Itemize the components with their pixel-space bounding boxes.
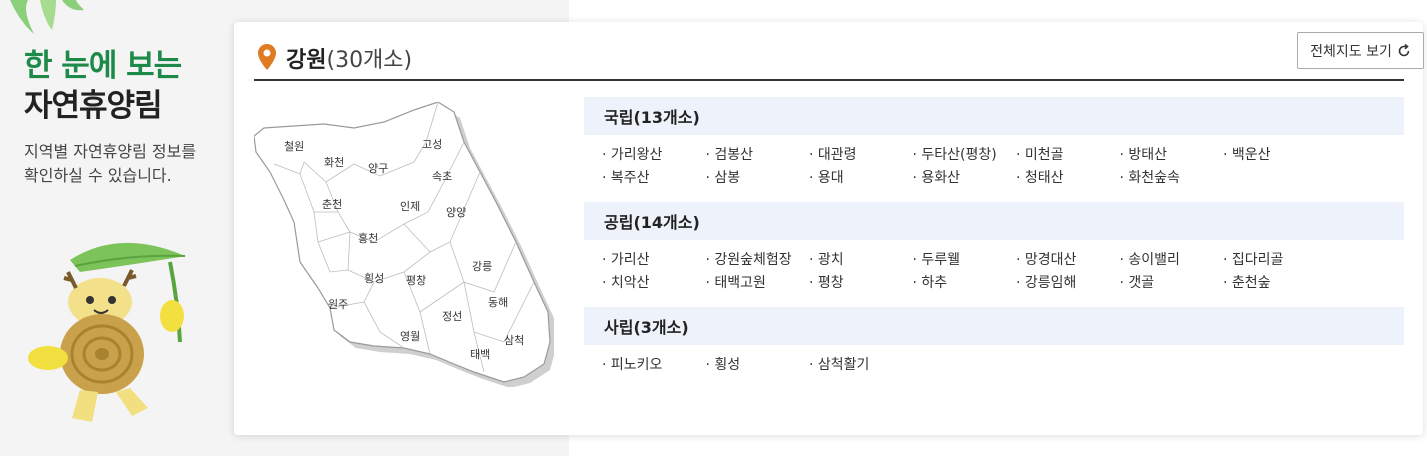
section-public: 공립(14개소) 가리산 강원숲체험장 광치 두루웰 망경대산 송이밸리 집다리… xyxy=(584,202,1404,293)
forest-link[interactable]: 치악산 xyxy=(602,273,706,293)
map-label-yeongwol[interactable]: 영월 xyxy=(400,330,420,343)
map-label-sokcho[interactable]: 속초 xyxy=(432,170,452,183)
forest-link[interactable]: 복주산 xyxy=(602,168,706,188)
forest-link[interactable]: 강원숲체험장 xyxy=(706,250,810,270)
forest-link[interactable]: 태백고원 xyxy=(706,273,810,293)
forest-link[interactable]: 송이밸리 xyxy=(1120,250,1224,270)
map-label-pyeongchang[interactable]: 평창 xyxy=(406,274,426,287)
full-map-button-label: 전체지도 보기 xyxy=(1310,43,1392,60)
forest-link[interactable]: 대관령 xyxy=(809,145,913,165)
forest-link[interactable]: 용대 xyxy=(809,168,913,188)
region-name: 강원 xyxy=(286,48,327,73)
intro-description-line: 확인하실 수 있습니다. xyxy=(24,166,172,185)
map-label-samcheok[interactable]: 삼척 xyxy=(504,334,524,347)
map-label-jeongseon[interactable]: 정선 xyxy=(442,310,462,323)
map-label-wonju[interactable]: 원주 xyxy=(328,298,348,311)
map-label-inje[interactable]: 인제 xyxy=(400,200,420,213)
intro-description: 지역별 자연휴양림 정보를 확인하실 수 있습니다. xyxy=(24,140,234,188)
location-pin-icon xyxy=(258,44,276,70)
forest-link[interactable]: 미천골 xyxy=(1016,145,1120,165)
map-label-yangyang[interactable]: 양양 xyxy=(446,206,466,219)
map-label-hongcheon[interactable]: 홍천 xyxy=(358,231,378,245)
forest-list: 피노키오 횡성 삼척활기 xyxy=(584,345,1404,375)
map-label-hoengseong[interactable]: 횡성 xyxy=(364,272,384,285)
gangwon-map-svg[interactable]: 철원 화천 양구 고성 속초 춘천 인제 양양 홍천 강릉 횡성 평창 원주 동… xyxy=(253,101,556,388)
intro-description-line: 지역별 자연휴양림 정보를 xyxy=(24,142,197,161)
map-label-chuncheon[interactable]: 춘천 xyxy=(322,197,342,211)
map-label-taebaek[interactable]: 태백 xyxy=(470,348,490,361)
forest-link[interactable]: 평창 xyxy=(809,273,913,293)
forest-link[interactable]: 피노키오 xyxy=(602,355,706,375)
forest-link[interactable]: 백운산 xyxy=(1223,145,1327,165)
forest-link[interactable]: 두타산(평창) xyxy=(913,145,1017,165)
forest-link[interactable]: 청태산 xyxy=(1016,168,1120,188)
forest-link[interactable]: 집다리골 xyxy=(1223,250,1327,270)
map-label-goseong[interactable]: 고성 xyxy=(422,138,442,151)
forest-link[interactable]: 화천숲속 xyxy=(1120,168,1224,188)
map-label-donghae[interactable]: 동해 xyxy=(488,295,508,309)
heading-main: 자연휴양림 xyxy=(24,88,163,124)
forest-link[interactable]: 삼봉 xyxy=(706,168,810,188)
forest-link[interactable]: 갯골 xyxy=(1120,273,1224,293)
map-label-gangneung[interactable]: 강릉 xyxy=(472,260,492,273)
forest-list: 가리왕산 검봉산 대관령 두타산(평창) 미천골 방태산 백운산 복주산 삼봉 … xyxy=(584,135,1404,188)
full-map-button[interactable]: 전체지도 보기 xyxy=(1297,32,1424,69)
refresh-icon xyxy=(1398,43,1410,56)
region-header: 강원(30개소) 전체지도 보기 xyxy=(254,22,1424,81)
section-private: 사립(3개소) 피노키오 횡성 삼척활기 xyxy=(584,307,1404,375)
region-map[interactable]: 철원 화천 양구 고성 속초 춘천 인제 양양 홍천 강릉 횡성 평창 원주 동… xyxy=(253,101,556,388)
forest-link[interactable]: 망경대산 xyxy=(1016,250,1120,270)
forest-link[interactable]: 횡성 xyxy=(706,355,810,375)
forest-link[interactable]: 삼척활기 xyxy=(809,355,913,375)
section-title: 사립(3개소) xyxy=(584,307,1404,345)
forest-link[interactable]: 강릉임해 xyxy=(1016,273,1120,293)
section-title: 공립(14개소) xyxy=(584,202,1404,240)
forest-link[interactable]: 춘천숲 xyxy=(1223,273,1327,293)
map-outline xyxy=(253,101,551,383)
region-card: 강원(30개소) 전체지도 보기 xyxy=(234,22,1424,435)
heading-accent: 한 눈에 보는 xyxy=(24,48,182,84)
forest-link[interactable]: 하추 xyxy=(913,273,1017,293)
forest-link[interactable]: 용화산 xyxy=(913,168,1017,188)
forest-link[interactable]: 가리산 xyxy=(602,250,706,270)
leaf-decoration-icon xyxy=(10,0,84,34)
forest-lists: 국립(13개소) 가리왕산 검봉산 대관령 두타산(평창) 미천골 방태산 백운… xyxy=(584,97,1404,389)
map-label-hwacheon[interactable]: 화천 xyxy=(324,155,344,169)
forest-link[interactable]: 광치 xyxy=(809,250,913,270)
forest-list: 가리산 강원숲체험장 광치 두루웰 망경대산 송이밸리 집다리골 치악산 태백고… xyxy=(584,240,1404,293)
forest-link[interactable]: 방태산 xyxy=(1120,145,1224,165)
forest-link[interactable]: 두루웰 xyxy=(913,250,1017,270)
forest-link[interactable]: 가리왕산 xyxy=(602,145,706,165)
forest-link[interactable]: 검봉산 xyxy=(706,145,810,165)
region-count: (30개소) xyxy=(326,48,413,73)
mascot-illustration xyxy=(28,242,186,422)
section-national: 국립(13개소) 가리왕산 검봉산 대관령 두타산(평창) 미천골 방태산 백운… xyxy=(584,97,1404,188)
region-title: 강원(30개소) xyxy=(286,42,412,74)
section-title: 국립(13개소) xyxy=(584,97,1404,135)
map-label-cheorwon[interactable]: 철원 xyxy=(284,140,304,153)
map-label-yanggu[interactable]: 양구 xyxy=(368,162,388,175)
